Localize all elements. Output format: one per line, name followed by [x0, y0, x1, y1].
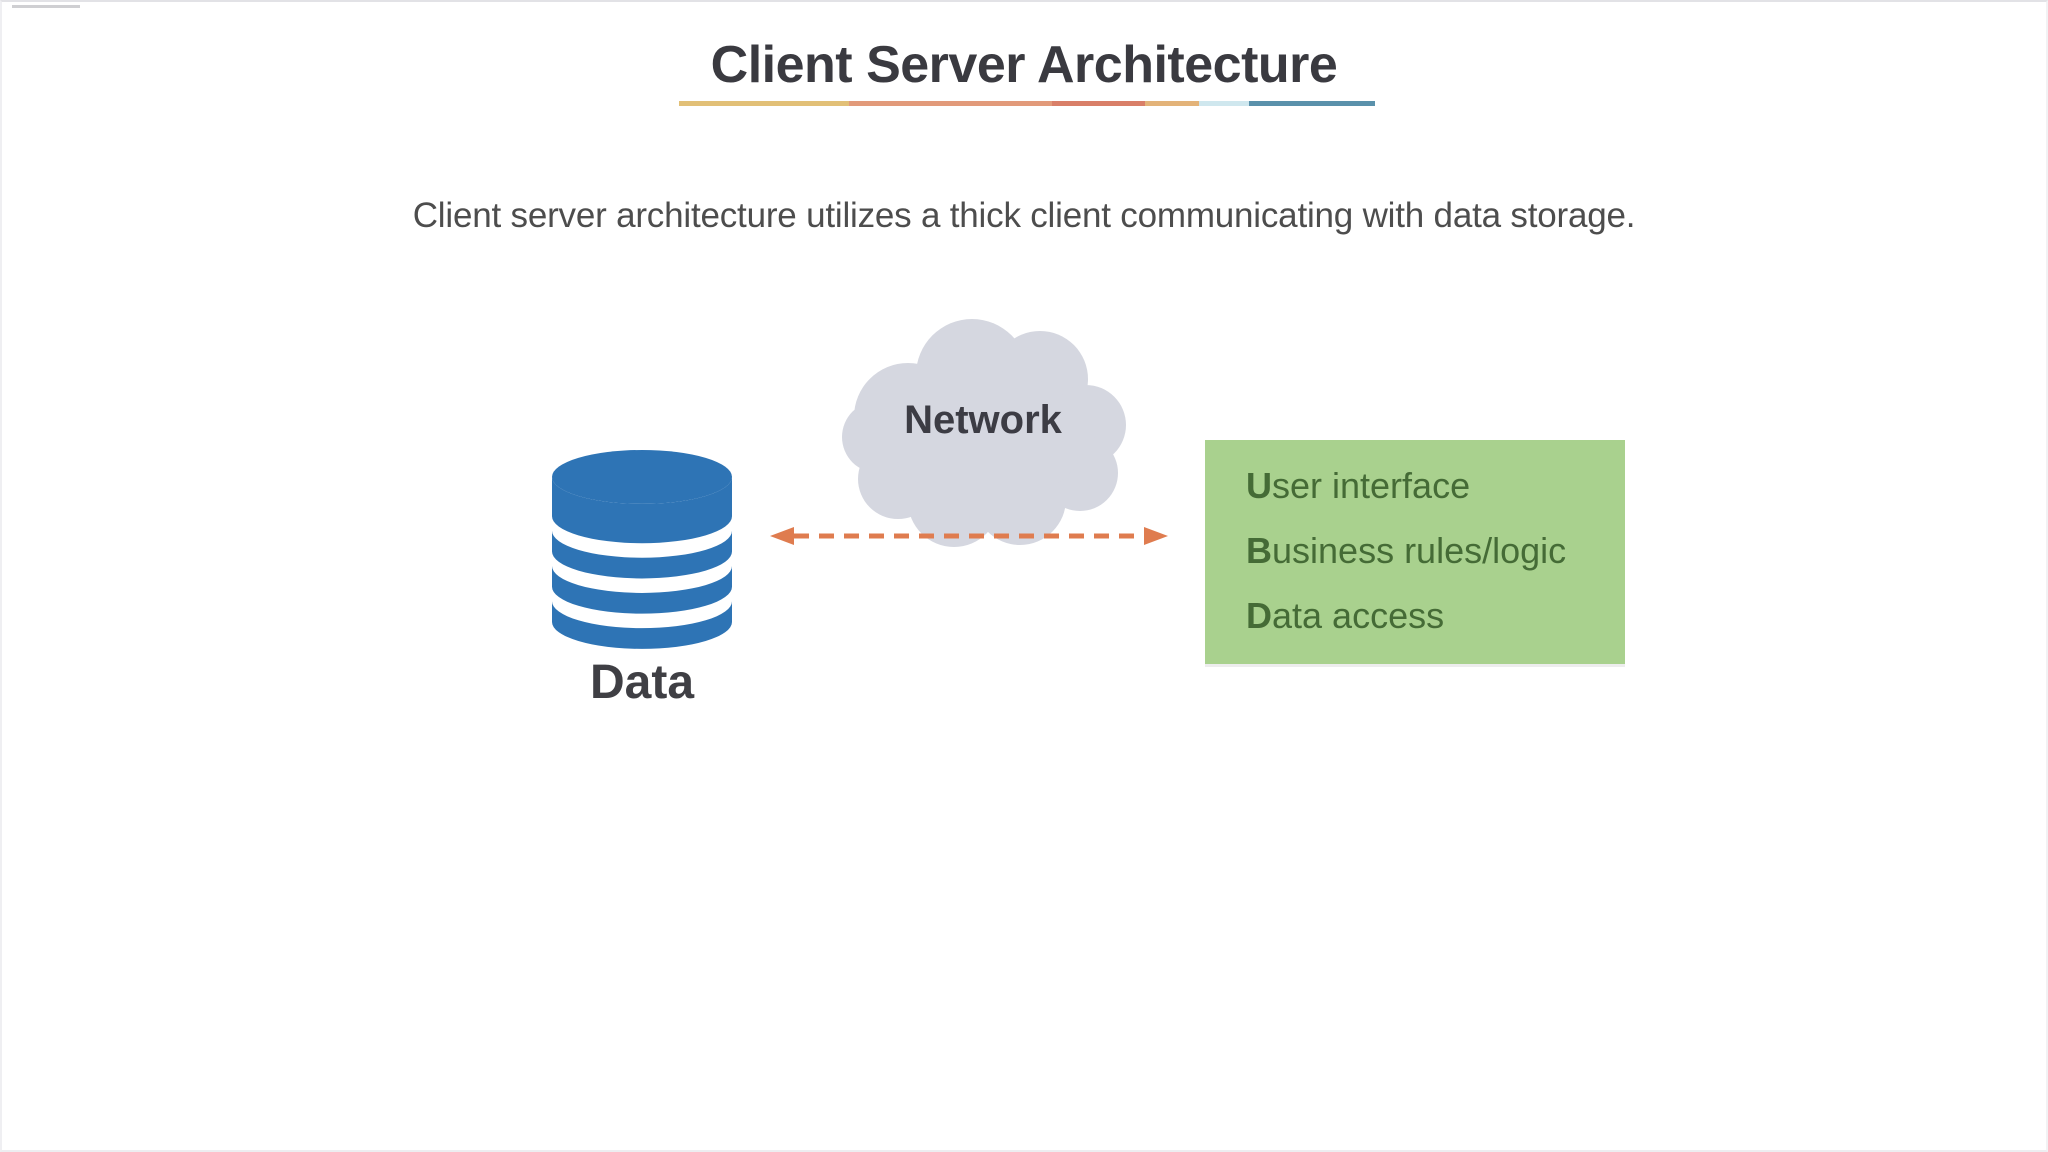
bidirectional-dashed-arrow-icon — [770, 527, 1168, 545]
layer-lead-letter: D — [1246, 595, 1272, 636]
underline-segment — [1145, 101, 1199, 106]
layer-lead-letter: U — [1246, 465, 1272, 506]
database-label: Data — [589, 656, 695, 709]
underline-segment — [1249, 101, 1375, 106]
underline-segment — [1199, 101, 1249, 106]
layer-rest-text: ata access — [1272, 595, 1445, 636]
underline-segment — [849, 101, 1052, 106]
database-icon — [552, 450, 732, 649]
client-layer-data-access: Data access — [1246, 593, 1625, 639]
network-label: Network — [904, 398, 1062, 442]
title-underline — [679, 101, 1375, 106]
underline-segment — [679, 101, 849, 106]
page-title: Client Server Architecture — [710, 36, 1338, 94]
network-cloud-icon — [842, 319, 1126, 547]
client-layer-business-rules: Business rules/logic — [1246, 528, 1625, 574]
screen-edge-mark — [12, 5, 80, 8]
layer-lead-letter: B — [1246, 530, 1272, 571]
client-layers-box: User interface Business rules/logic Data… — [1205, 440, 1625, 664]
underline-segment — [1052, 101, 1145, 106]
page-subtitle: Client server architecture utilizes a th… — [412, 196, 1636, 235]
layer-rest-text: usiness rules/logic — [1272, 530, 1567, 571]
client-layer-user-interface: User interface — [1246, 463, 1625, 509]
layer-rest-text: ser interface — [1272, 465, 1471, 506]
